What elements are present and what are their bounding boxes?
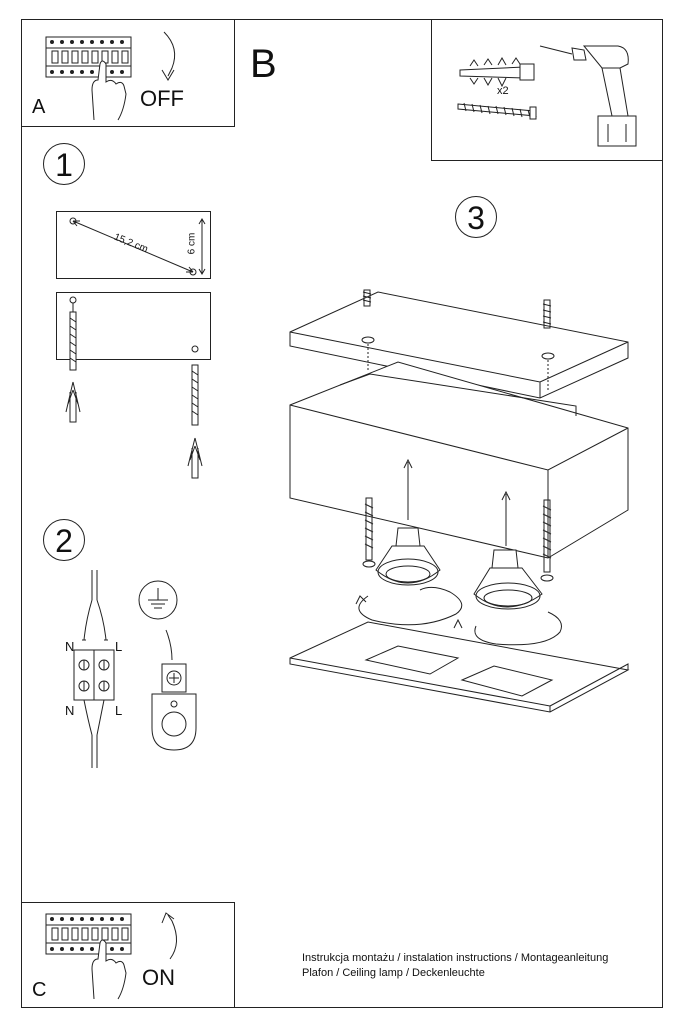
footer-line-2: Plafon / Ceiling lamp / Deckenleuchte <box>302 967 485 979</box>
panel-c-letter: C <box>32 979 47 1001</box>
tools-panel: x2 <box>431 19 663 161</box>
step-1-badge: 1 <box>43 143 85 185</box>
wire-n-bottom-label: N <box>65 703 75 718</box>
wire-l-top-label: L <box>115 639 123 654</box>
breaker-hand-on-icon <box>45 912 177 1000</box>
wall-plug-icon <box>459 56 535 88</box>
wire-n-top-label: N <box>65 639 75 654</box>
panel-a-power-off: A OFF <box>21 19 235 127</box>
panel-c-power-on: C ON <box>21 902 235 1008</box>
step-3-badge: 3 <box>455 196 497 238</box>
drill-icon <box>539 45 637 147</box>
measure-diagram <box>69 217 206 276</box>
on-label: ON <box>142 965 175 990</box>
footer-line-1: Instrukcja montażu / instalation instruc… <box>302 952 609 964</box>
off-label: OFF <box>140 86 184 111</box>
page-frame <box>21 19 663 1008</box>
panel-b-letter: B <box>250 42 277 86</box>
tools-illustration <box>457 45 637 147</box>
step-2-badge: 2 <box>43 519 85 561</box>
screw-icon <box>457 102 537 120</box>
footer-text: Instrukcja montażu / instalation instruc… <box>302 951 608 981</box>
quantity-label: x2 <box>497 85 509 97</box>
breaker-hand-off-icon <box>45 31 176 121</box>
drill-template-holes <box>56 292 211 360</box>
wire-l-bottom-label: L <box>115 703 123 718</box>
panel-a-letter: A <box>32 96 46 118</box>
drill-template-measure: 15,2 cm 6 cm <box>56 211 211 279</box>
